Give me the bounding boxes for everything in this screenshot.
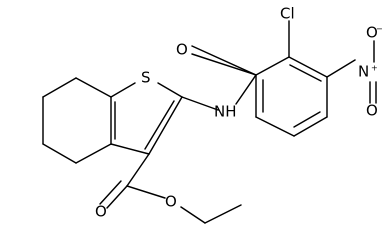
bond-benzene-2-double bbox=[289, 64, 322, 82]
bond-thiophene-c7a-s bbox=[110, 82, 136, 98]
bond-thiophene-c3-c3a bbox=[110, 143, 150, 155]
bond-c-no2 bbox=[326, 59, 356, 78]
atom-label-layer: S NH O Cl N + O − O O O bbox=[95, 5, 383, 221]
ester-carbonyl-oxygen-label: O bbox=[95, 203, 107, 221]
nitro-oxygen-top-label: O bbox=[366, 24, 378, 42]
bond-cyclohexane-2 bbox=[42, 77, 77, 98]
bond-benzene-5 bbox=[255, 116, 295, 137]
bond-ester-c-o bbox=[126, 185, 166, 199]
bond-c2-nh bbox=[181, 96, 219, 111]
bond-thiophene-s-c2 bbox=[157, 82, 183, 98]
bond-ethyl bbox=[204, 204, 242, 224]
nitro-oxygen-top-charge: − bbox=[376, 25, 383, 34]
bond-thiophene-c2-c3-double bbox=[144, 100, 175, 150]
amide-nitrogen-label: NH bbox=[214, 103, 237, 121]
bond-nh-carbonyl bbox=[235, 74, 257, 105]
bond-layer bbox=[42, 20, 377, 224]
amide-oxygen-label: O bbox=[176, 41, 188, 59]
bond-ester-carbonyl-1 bbox=[106, 185, 128, 209]
bond-ester-carbonyl-2 bbox=[99, 180, 122, 205]
bond-cyclohexane-3 bbox=[75, 77, 112, 98]
bond-benzene-4-double bbox=[293, 111, 321, 128]
nitro-oxygen-bottom-label: O bbox=[366, 102, 378, 120]
bond-cyclohexane-6 bbox=[42, 143, 77, 164]
bond-benzene-2 bbox=[288, 56, 328, 78]
bond-benzene-1 bbox=[255, 56, 290, 76]
ester-oxygen-label: O bbox=[165, 193, 177, 211]
nitro-nitrogen-charge: + bbox=[371, 64, 378, 73]
bond-c3-ester bbox=[126, 153, 150, 187]
chlorine-label: Cl bbox=[280, 5, 295, 23]
bond-cyclohexane-5 bbox=[75, 143, 112, 164]
bond-amide-carbonyl-1 bbox=[191, 45, 257, 76]
bond-ester-o-ch2 bbox=[180, 206, 206, 224]
bond-benzene-4 bbox=[293, 116, 328, 137]
bond-amide-carbonyl-2 bbox=[191, 53, 257, 76]
bond-thiophene-c2-c3 bbox=[148, 96, 183, 155]
sulfur-label: S bbox=[141, 69, 151, 87]
nitro-nitrogen-label: N bbox=[358, 63, 369, 81]
